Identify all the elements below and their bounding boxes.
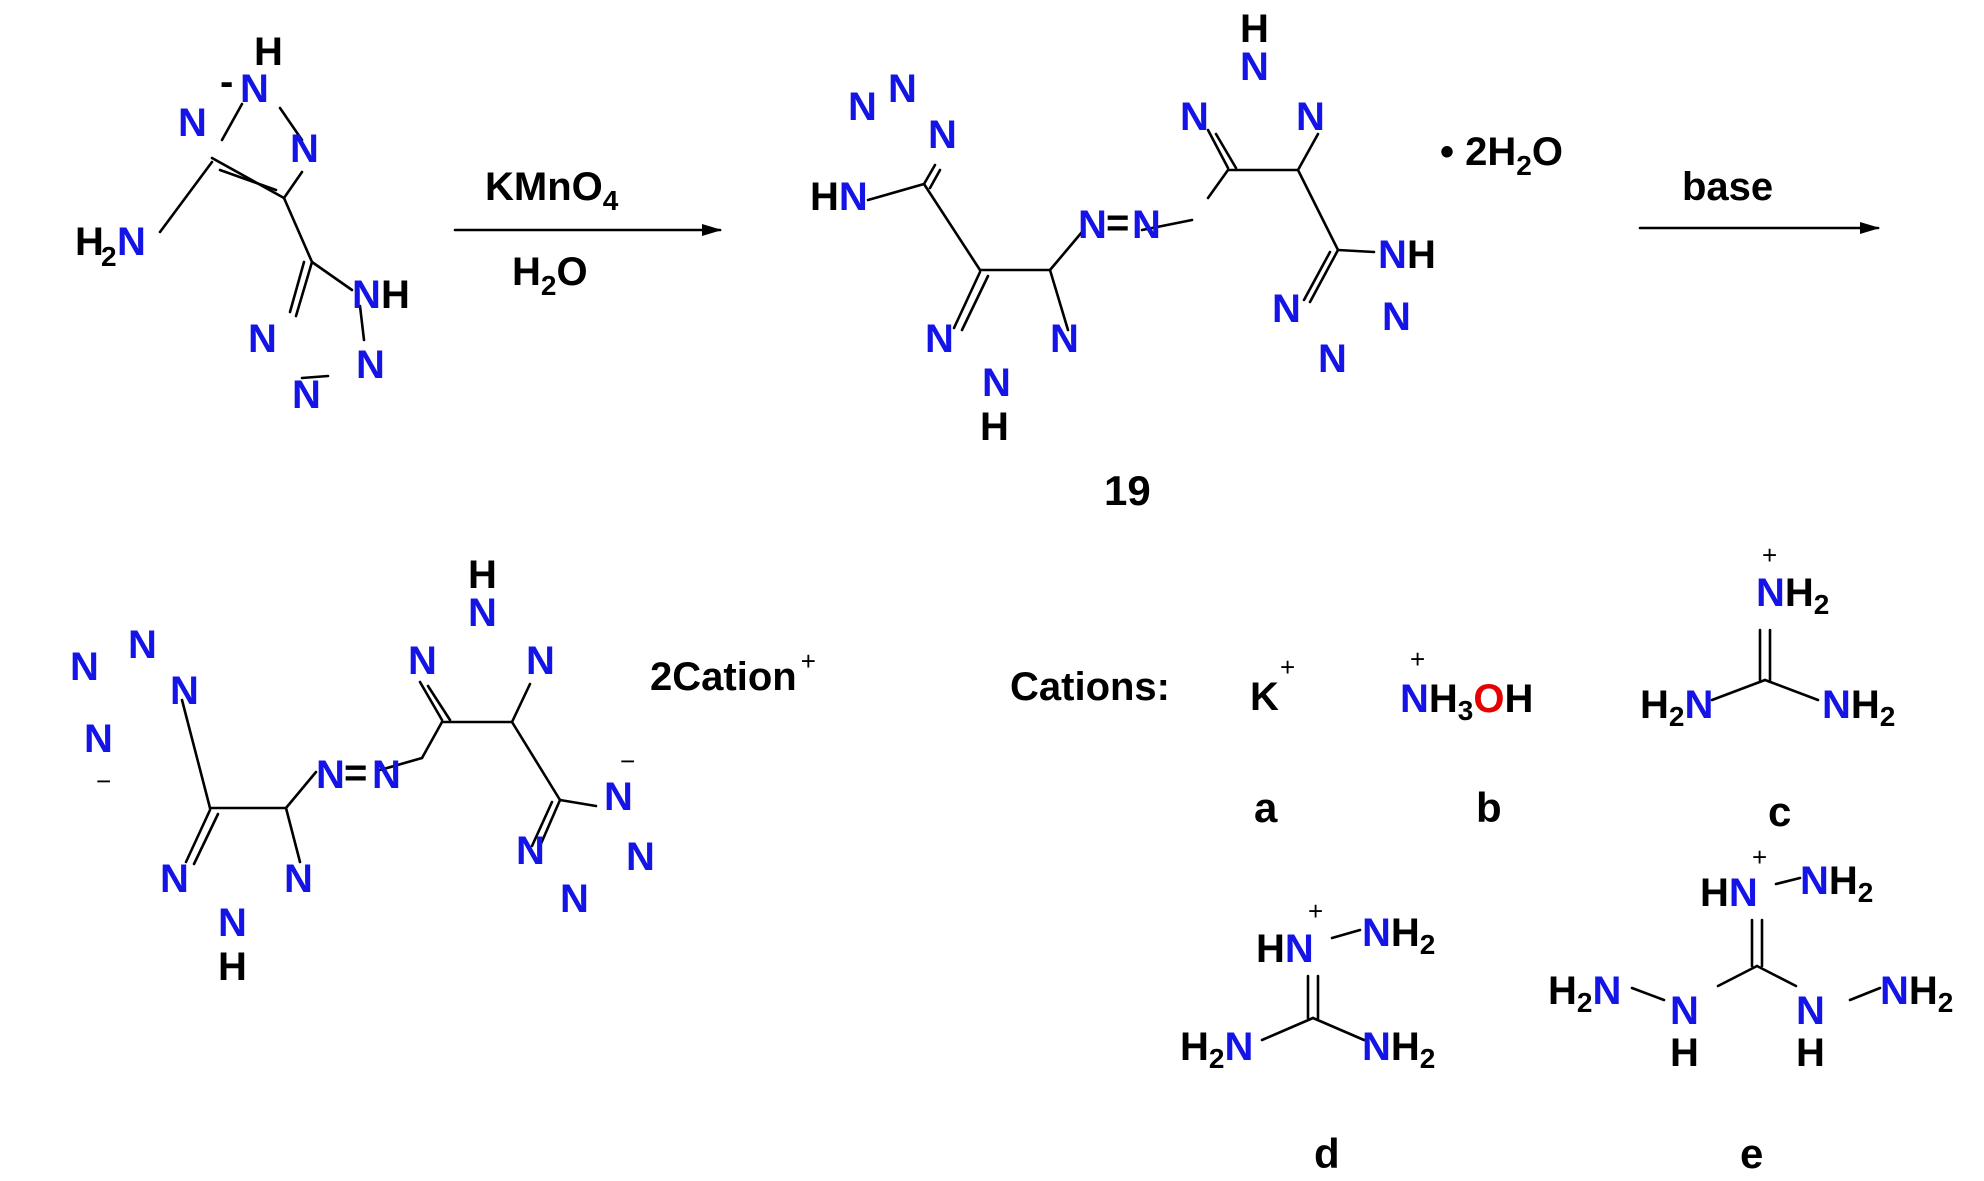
- atom-h: H: [381, 273, 410, 317]
- cation-a-k: K: [1250, 675, 1279, 719]
- atom-h: H: [980, 405, 1009, 449]
- charge-minus: −: [620, 746, 635, 776]
- atom-n: N: [1078, 203, 1107, 247]
- atom-n: N: [925, 317, 954, 361]
- charge-plus: +: [1280, 652, 1295, 682]
- cation-label: 2Cation+: [650, 646, 816, 699]
- compound-label: 19: [1104, 467, 1151, 514]
- atom-n: N: [560, 877, 589, 921]
- atom-n: N: [1132, 203, 1161, 247]
- charge-plus: +: [1752, 842, 1767, 872]
- bond-double: =: [344, 751, 367, 795]
- cation-label-e: e: [1740, 1130, 1763, 1177]
- cations-panel: Cations: K + a + NH3OH b + NH2 H2N NH2 c…: [1010, 540, 1953, 1177]
- atom-h: H: [75, 220, 104, 264]
- atom-hn: HN: [810, 175, 868, 219]
- atom-n: N: [1272, 287, 1301, 331]
- atom-n: N: [848, 85, 877, 129]
- atom-n: N: [1670, 989, 1699, 1033]
- atom-h2n: H2N: [1180, 1025, 1253, 1074]
- atom-n: N: [170, 669, 199, 713]
- atom-n: N: [604, 775, 633, 819]
- atom-n: N: [372, 753, 401, 797]
- atom-n: N: [240, 67, 269, 111]
- atom-nh2: NH2: [1880, 969, 1953, 1018]
- charge-minus: −: [96, 766, 111, 796]
- atom-n: N: [1240, 45, 1269, 89]
- atom-n: N: [290, 127, 319, 171]
- atom-h: H: [468, 553, 497, 597]
- atom-hn: HN: [1256, 927, 1314, 971]
- reagent-base: base: [1682, 165, 1773, 209]
- atom-h: H: [254, 30, 283, 74]
- atom-n: N: [284, 857, 313, 901]
- atom-n: N: [1796, 989, 1825, 1033]
- cation-label-c: c: [1768, 788, 1791, 835]
- atom-n: N: [128, 623, 157, 667]
- charge-plus: +: [1762, 540, 1777, 570]
- atom-h: H: [1407, 233, 1436, 277]
- charge-plus: +: [1410, 644, 1425, 674]
- charge-plus: +: [1308, 896, 1323, 926]
- atom-h: H: [1240, 7, 1269, 51]
- atom-n: N: [1296, 95, 1325, 139]
- atom-n: N: [70, 645, 99, 689]
- arrow-1: KMnO4 H2O: [453, 165, 722, 301]
- atom-n: N: [1050, 317, 1079, 361]
- atom-n: N: [1378, 233, 1407, 277]
- bond-double: =: [1106, 201, 1129, 245]
- salt-product: N N N N − N = N N N N H H N N N − N N N …: [70, 553, 816, 989]
- atom-n: N: [316, 753, 345, 797]
- atom-n: N: [888, 67, 917, 111]
- atom-h2n: H2N: [1640, 683, 1713, 732]
- atom-n: N: [356, 343, 385, 387]
- cation-label-a: a: [1254, 784, 1278, 831]
- atom-h: H: [218, 945, 247, 989]
- atom-n: N: [248, 317, 277, 361]
- atom-hn: HN: [1700, 871, 1758, 915]
- atom-n: N: [1382, 295, 1411, 339]
- atom-n: N: [1180, 95, 1209, 139]
- atom-n: N: [982, 361, 1011, 405]
- atom-n: N: [526, 639, 555, 683]
- starting-material: H N - N N H 2 N N H N N N: [75, 30, 410, 417]
- atom-n: N: [516, 829, 545, 873]
- atom-nh2: NH2: [1756, 571, 1829, 620]
- subscript: 2: [101, 241, 117, 272]
- hydrate-label: • 2H2O: [1440, 130, 1563, 181]
- atom-n: N: [178, 101, 207, 145]
- atom-h: H: [1796, 1031, 1825, 1075]
- atom-n: N: [160, 857, 189, 901]
- atom-n: N: [292, 373, 321, 417]
- arrow-2: base: [1638, 165, 1880, 234]
- bond-dash: -: [220, 60, 233, 104]
- atom-n: N: [117, 220, 146, 264]
- atom-n: N: [408, 639, 437, 683]
- atom-nh2: NH2: [1800, 859, 1873, 908]
- atom-nh2: NH2: [1822, 683, 1895, 732]
- compound-19: N N N HN N = N N N N H H N N N N H N N N…: [810, 7, 1563, 514]
- cation-label-b: b: [1476, 784, 1502, 831]
- atom-n: N: [626, 835, 655, 879]
- cations-heading: Cations:: [1010, 665, 1170, 709]
- cation-label-d: d: [1314, 1130, 1340, 1177]
- reagent-kmno4: KMnO4: [485, 165, 619, 216]
- atom-n: N: [352, 273, 381, 317]
- atom-nh2: NH2: [1362, 1025, 1435, 1074]
- atom-n: N: [468, 591, 497, 635]
- atom-h2n: H2N: [1548, 969, 1621, 1018]
- reagent-water: H2O: [512, 250, 588, 301]
- atom-nh2: NH2: [1362, 911, 1435, 960]
- atom-n: N: [928, 113, 957, 157]
- atom-n: N: [1318, 337, 1347, 381]
- cation-b-hydroxylammonium: NH3OH: [1400, 677, 1533, 726]
- atom-h: H: [1670, 1031, 1699, 1075]
- atom-n: N: [218, 901, 247, 945]
- atom-n: N: [84, 717, 113, 761]
